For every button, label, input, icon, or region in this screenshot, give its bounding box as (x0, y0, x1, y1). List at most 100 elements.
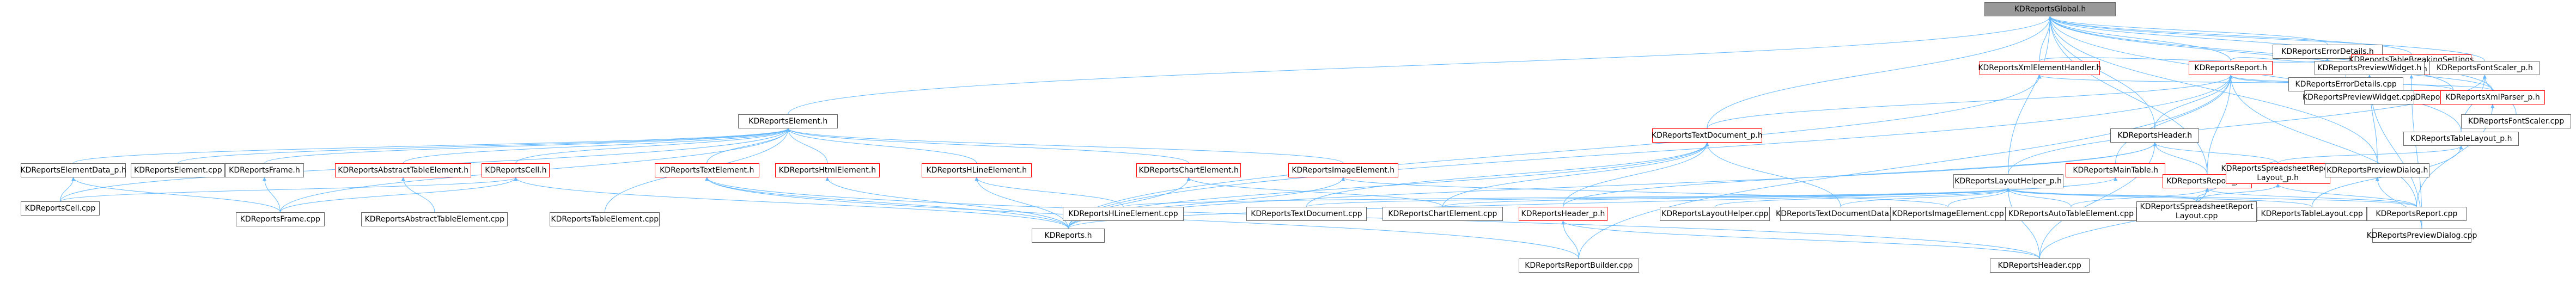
edge-global-to-xmlparser (2048, 16, 2493, 91)
edge-layouthelper-to-header_cpp (2006, 188, 2040, 259)
edge-header_h-to-spreadsheet_h (2153, 142, 2279, 164)
node-label: KDReportsHeader_p.h (1521, 209, 1605, 218)
node-label: KDReportsHLineElement.cpp (1068, 209, 1178, 218)
node-label: KDReportsSpreadsheetReport (2221, 164, 2335, 173)
edge-global-to-errordetails_h (2048, 16, 2328, 45)
node-elementdata[interactable]: KDReportsElementData_p.h (20, 163, 126, 177)
node-abstracttable_h[interactable]: KDReportsAbstractTableElement.h (335, 163, 472, 177)
node-tableelement_cpp[interactable]: KDReportsTableElement.cpp (550, 212, 660, 226)
node-frame_cpp[interactable]: KDReportsFrame.cpp (235, 212, 325, 226)
edge-layouthelper-to-spreadsheet_cpp (2006, 188, 2197, 202)
edge-report_h-to-reportbuilder (1578, 75, 2233, 259)
node-abstracttable_cpp[interactable]: KDReportsAbstractTableElement.cpp (361, 212, 508, 226)
node-hline_h[interactable]: KDReportsHLineElement.h (921, 163, 1032, 177)
node-reportbuilder[interactable]: KDReportsReportBuilder.cpp (1518, 259, 1639, 273)
edge-global-to-fontscaler_h (2048, 16, 2485, 61)
edge-report_p-to-autotable_cpp (2070, 188, 2209, 207)
node-layouthelper[interactable]: KDReportsLayoutHelper_p.h (1953, 174, 2063, 188)
edge-global-to-layouthelper (2008, 16, 2052, 175)
node-label: KDReports.h (1044, 231, 1092, 240)
node-htmlelement_h[interactable]: KDReportsHtmlElement.h (775, 163, 880, 177)
node-header_h[interactable]: KDReportsHeader.h (2110, 128, 2200, 143)
edge-report_p-to-spreadsheet_cpp (2196, 188, 2209, 202)
edge-global-to-previewdialog_h (2048, 16, 2378, 164)
node-errordetails_cpp[interactable]: KDReportsErrorDetails.cpp (2288, 77, 2404, 91)
edge-global-to-element_h (788, 16, 2052, 115)
node-maintable[interactable]: KDReportsMainTable.h (2066, 163, 2165, 177)
node-hline_cpp[interactable]: KDReportsHLineElement.cpp (1063, 207, 1184, 221)
edge-errordetails_h-to-xmlelemhandler (2039, 57, 2330, 63)
node-tablelayout_h[interactable]: KDReportsTableLayout_p.h (2403, 132, 2519, 146)
node-previewwidget_h[interactable]: KDReportsPreviewWidget.h (2314, 61, 2425, 75)
node-textdoc_h[interactable]: KDReportsTextDocument_p.h (1652, 128, 1763, 143)
node-cell_cpp[interactable]: KDReportsCell.cpp (21, 201, 100, 216)
node-textdoc_cpp[interactable]: KDReportsTextDocument.cpp (1246, 207, 1367, 221)
node-xmlparser[interactable]: KDReportsXmlParser_p.h (2440, 90, 2545, 104)
node-label: KDReportsChartElement.h (1138, 165, 1239, 175)
node-label: Layout.cpp (2175, 212, 2218, 220)
edge-header_h-to-report_p (2153, 142, 2208, 175)
edge-layouthelper-to-hline_cpp (1123, 188, 2010, 207)
node-label: KDReportsGlobal.h (2014, 4, 2086, 14)
node-fontscaler_cpp[interactable]: KDReportsFontScaler.cpp (2461, 114, 2571, 128)
node-chart_cpp[interactable]: KDReportsChartElement.cpp (1382, 207, 1503, 221)
node-label: KDReportsTextDocumentData.cpp (1776, 209, 1905, 218)
edge-report_p-to-report_cpp (2205, 188, 2417, 207)
node-xmlelemhandler[interactable]: KDReportsXmlElementHandler.h (1978, 61, 2101, 75)
node-element_cpp[interactable]: KDReportsElement.cpp (131, 163, 226, 177)
node-layouthelper_cpp[interactable]: KDReportsLayoutHelper.cpp (1660, 207, 1770, 221)
edge-layouthelper-to-report_cpp (2006, 188, 2417, 207)
node-label: KDReportsFrame.h (229, 165, 300, 175)
node-label: KDReportsMainTable.h (2073, 165, 2158, 175)
node-textelement_h[interactable]: KDReportsTextElement.h (654, 163, 759, 177)
node-header_cpp[interactable]: KDReportsHeader.cpp (1989, 259, 2090, 273)
node-tablelayout_cpp[interactable]: KDReportsTableLayout.cpp (2257, 207, 2367, 221)
node-label: KDReportsElement.cpp (134, 165, 222, 175)
node-label: KDReportsPreviewWidget.h (2317, 63, 2422, 72)
node-header_p[interactable]: KDReportsHeader_p.h (1518, 207, 1608, 221)
node-kdreports_h[interactable]: KDReports.h (1031, 229, 1105, 243)
node-label: KDReportsFontScaler.cpp (2468, 116, 2565, 126)
edge-report_h-to-kdreports_h (1068, 75, 2233, 229)
node-report_h[interactable]: KDReportsReport.h (2189, 61, 2273, 75)
edge-layouthelper-to-textdocdata_cpp (1840, 188, 2011, 207)
node-autotable_cpp[interactable]: KDReportsAutoTableElement.cpp (2005, 207, 2137, 221)
node-previewwidget_cpp[interactable]: KDReportsPreviewWidget.cpp (2303, 90, 2415, 104)
edge-element_h-to-element_cpp (178, 128, 790, 164)
node-report_cpp[interactable]: KDReportsReport.cpp (2367, 207, 2467, 221)
node-label: KDReportsChartElement.cpp (1388, 209, 1497, 218)
edge-global-to-report_h (2048, 16, 2231, 61)
node-cell_h[interactable]: KDReportsCell.h (482, 163, 550, 177)
node-label: KDReportsTableLayout_p.h (2410, 134, 2512, 143)
edge-elementdata-to-cell_cpp (60, 177, 76, 202)
edge-global-to-header_h (2048, 16, 2155, 129)
node-label: KDReportsImageElement.h (1292, 165, 1395, 175)
edge-report_h-to-report_p (2207, 75, 2233, 175)
node-frame_h[interactable]: KDReportsFrame.h (225, 163, 304, 177)
node-label: KDReportsReport.cpp (2376, 209, 2458, 218)
node-global[interactable]: KDReportsGlobal.h (1984, 2, 2116, 16)
node-previewdialog_cpp[interactable]: KDReportsPreviewDialog.cpp (2367, 229, 2477, 243)
edge-element_h-to-htmlelement_h (786, 128, 828, 164)
edge-layouthelper-to-tablelayout_cpp (2006, 188, 2312, 207)
node-label: KDReportsAbstractTableElement.cpp (364, 214, 505, 224)
node-label: KDReportsLayoutHelper.cpp (1661, 209, 1769, 218)
node-label: KDReportsElement.h (748, 116, 828, 126)
node-image_h[interactable]: KDReportsImageElement.h (1288, 163, 1398, 177)
edge-global-to-report_p (2048, 16, 2208, 175)
edge-element_h-to-chart_h (786, 128, 1189, 164)
node-chart_h[interactable]: KDReportsChartElement.h (1136, 163, 1241, 177)
node-fontscaler_h[interactable]: KDReportsFontScaler_p.h (2429, 61, 2540, 75)
node-previewdialog_h[interactable]: KDReportsPreviewDialog.h (2325, 163, 2430, 177)
node-label: KDReportsErrorDetails.h (2281, 47, 2374, 56)
node-textdocdata_cpp[interactable]: KDReportsTextDocumentData.cpp (1776, 207, 1905, 221)
node-image_cpp[interactable]: KDReportsImageElement.cpp (1890, 207, 2006, 221)
edge-report_h-to-textdoc_h (1707, 75, 2233, 129)
node-element_h[interactable]: KDReportsElement.h (738, 114, 838, 128)
edge-image_h-to-image_cpp (1341, 177, 1948, 207)
edge-layouthelper-to-chart_cpp (1442, 188, 2010, 207)
node-label: KDReportsTextElement.h (660, 165, 754, 175)
